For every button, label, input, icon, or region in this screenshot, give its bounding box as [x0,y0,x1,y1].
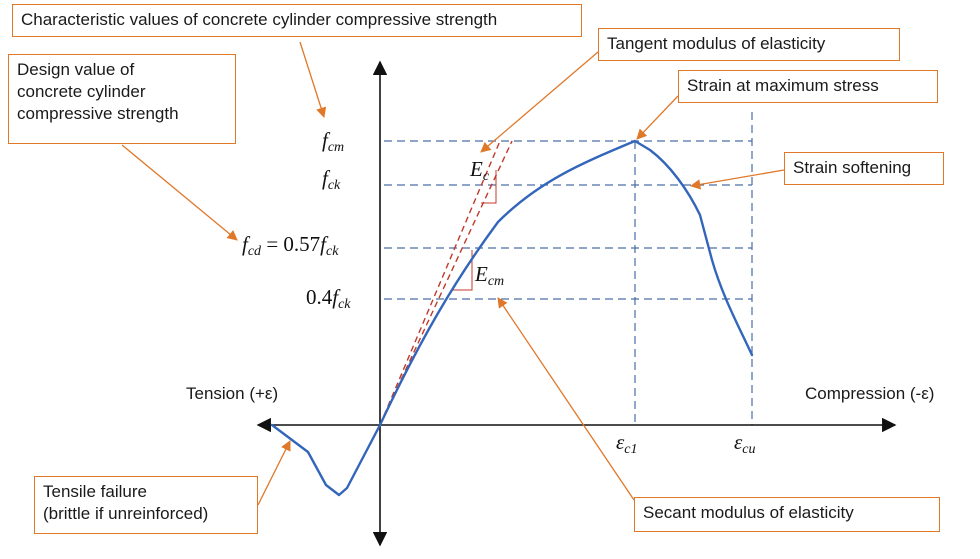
softening-callout: Strain softening [784,152,944,185]
strain-max-text: Strain at maximum stress [687,76,879,95]
characteristic-callout: Characteristic values of concrete cylind… [12,4,582,37]
ecm-modulus-label: Ecm [475,262,505,289]
design-leader [121,144,238,241]
tangent-slope-triangle [481,170,497,204]
tension-label: Tension (+ε) [186,384,279,403]
fck-label: fck [322,166,341,193]
tangent-leader [480,51,599,153]
tensile-leader [257,440,291,506]
f04-label: 0.4fck [306,285,351,312]
secant-leader [497,297,635,501]
design-text-line-2: concrete cylinder [17,82,146,101]
strain-max-callout: Strain at maximum stress [678,70,938,103]
softening-leader [689,169,785,190]
fcd-label: fcd = 0.57fck [242,232,339,259]
secant-text: Secant modulus of elasticity [643,503,854,522]
design-text-line-3: compressive strength [17,104,179,123]
secant-callout: Secant modulus of elasticity [634,497,940,532]
stress-strain-curve [270,139,754,497]
characteristic-leader [299,41,327,118]
tensile-text-line-1: Tensile failure [43,482,147,501]
fcm-label: fcm [322,128,345,155]
tangent-callout: Tangent modulus of elasticity [598,28,900,61]
design-callout: Design value of concrete cylinder compre… [8,54,236,144]
ecu-label: εcu [734,430,756,457]
compression-label: Compression (-ε) [805,384,935,403]
tensile-callout: Tensile failure (brittle if unreinforced… [34,476,258,534]
strain-max-leader [636,95,679,140]
softening-text: Strain softening [793,158,912,177]
design-text-line-1: Design value of [17,60,135,79]
tensile-text-line-2: (brittle if unreinforced) [43,504,209,523]
ec-modulus-label: Ec [470,157,490,184]
characteristic-text: Characteristic values of concrete cylind… [21,10,498,29]
secant-modulus-line [379,140,501,426]
secant-slope-triangle [452,250,473,291]
ec1-label: εc1 [616,430,638,457]
tangent-text: Tangent modulus of elasticity [607,34,826,53]
